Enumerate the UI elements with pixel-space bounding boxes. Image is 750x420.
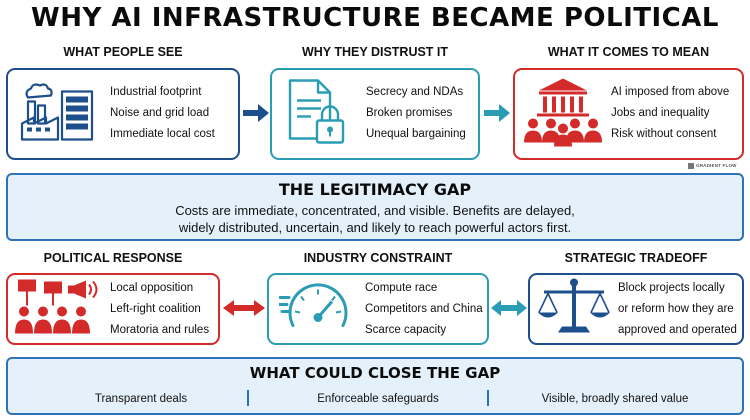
factory-data-center-icon (18, 80, 98, 149)
heading-industry-constraint: INDUSTRY CONSTRAINT (303, 251, 453, 265)
list-item: AI imposed from above (611, 86, 730, 98)
list-item: approved and operated (618, 324, 737, 336)
list-item: Secrecy and NDAs (366, 86, 464, 98)
close-gap-item: Visible, broadly shared value (541, 393, 689, 405)
list-item: Local opposition (110, 282, 194, 294)
protest-crowd-icon (14, 278, 100, 341)
list-item: Left-right coalition (110, 303, 201, 315)
locked-document-icon (286, 77, 348, 152)
double-arrow-icon (491, 300, 527, 316)
list-item: Risk without consent (611, 128, 717, 140)
heading-why-they-distrust-it: WHY THEY DISTRUST IT (301, 45, 449, 59)
legitimacy-gap-line-2: widely distributed, uncertain, and likel… (178, 220, 572, 235)
list-item: Noise and grid load (110, 107, 210, 119)
card-what-it-comes-to-mean: AI imposed from above Jobs and inequalit… (513, 68, 744, 160)
list-item: Industrial footprint (110, 86, 202, 98)
balance-scale-icon (536, 277, 612, 342)
close-gap-band: WHAT COULD CLOSE THE GAP (6, 357, 744, 415)
list-item: Moratoria and rules (110, 324, 210, 336)
legitimacy-gap-line-1: Costs are immediate, concentrated, and v… (175, 203, 575, 218)
separator (487, 390, 489, 406)
list-item: Broken promises (366, 107, 453, 119)
card-what-people-see: Industrial footprint Noise and grid load… (6, 68, 240, 160)
list-item: Competitors and China (365, 303, 483, 315)
list-item: or reform how they are (618, 303, 734, 315)
card-political-response: Local opposition Left-right coalition Mo… (6, 273, 220, 345)
heading-what-it-comes-to-mean: WHAT IT COMES TO MEAN (547, 45, 710, 59)
heading-what-people-see: WHAT PEOPLE SEE (63, 45, 183, 59)
double-arrow-icon (223, 300, 265, 316)
list-item: Unequal bargaining (366, 128, 466, 140)
list-item: Compute race (365, 282, 438, 294)
institution-people-icon (523, 77, 603, 152)
legitimacy-gap-band: THE LEGITIMACY GAP Costs are immediate, … (6, 173, 744, 241)
arrow-right-icon (484, 104, 510, 122)
logo-mark-icon (688, 163, 694, 169)
list-item: Scarce capacity (365, 324, 447, 336)
page-title: WHY AI INFRASTRUCTURE BECAME POLITICAL (31, 3, 719, 33)
card-industry-constraint: Compute race Competitors and China Scarc… (267, 273, 489, 345)
list-item: Immediate local cost (110, 128, 215, 140)
heading-political-response: POLITICAL RESPONSE (43, 251, 183, 265)
close-gap-item: Transparent deals (94, 393, 188, 405)
close-gap-title: WHAT COULD CLOSE THE GAP (249, 364, 501, 382)
heading-strategic-tradeoff: STRATEGIC TRADEOFF (564, 251, 708, 265)
gauge-icon (277, 278, 357, 341)
separator (247, 390, 249, 406)
legitimacy-gap-title: THE LEGITIMACY GAP (278, 180, 472, 199)
card-why-they-distrust-it: Secrecy and NDAs Broken promises Unequal… (270, 68, 480, 160)
close-gap-item: Enforceable safeguards (317, 393, 439, 405)
card-strategic-tradeoff: Block projects locally or reform how the… (528, 273, 744, 345)
list-item: Block projects locally (618, 282, 725, 294)
brand-logo: GRADIENT FLOW (688, 163, 737, 169)
list-item: Jobs and inequality (611, 107, 710, 119)
arrow-right-icon (243, 104, 269, 122)
